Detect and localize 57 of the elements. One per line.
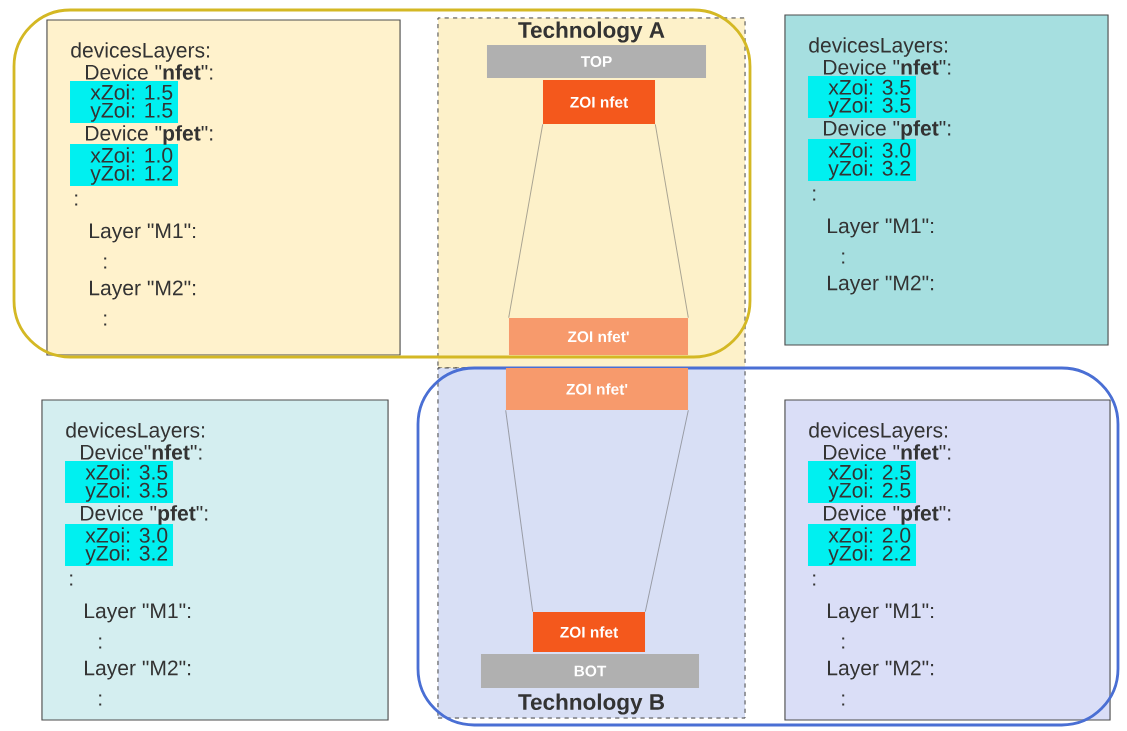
code-line: Layer "M1":	[85, 603, 191, 623]
code-line: Device "pfet":	[86, 125, 213, 145]
code-line: Layer "M1":	[828, 603, 934, 623]
code-line: devicesLayers:	[809, 37, 947, 57]
code-line: Layer "M1":	[828, 218, 934, 238]
code-line: :	[842, 637, 845, 649]
code-line: xZoi: 1.0	[90, 147, 173, 163]
code-line: Layer "M2":	[85, 660, 191, 680]
code-line: Layer "M2":	[828, 275, 934, 295]
code-line: Device "pfet":	[824, 505, 951, 525]
layer-bar: TOP	[487, 45, 707, 78]
zone-box: ZOI nfet'	[509, 318, 689, 355]
code-line: :	[70, 574, 73, 586]
code-line: xZoi: 3.5	[85, 464, 168, 480]
code-line: xZoi: 3.5	[828, 79, 911, 95]
zone-box: ZOI nfet'	[506, 368, 689, 410]
code-line: xZoi: 3.0	[85, 527, 168, 543]
layer-bar: BOT	[481, 654, 700, 688]
code-line: Device "nfet":	[824, 59, 951, 75]
code-line: yZoi: 1.5	[90, 102, 173, 122]
connector-line	[645, 410, 689, 612]
code-line: Device "pfet":	[81, 505, 208, 525]
code-line: Layer "M2":	[828, 660, 934, 680]
zone-box: ZOI nfet	[543, 80, 655, 124]
code-line: yZoi: 3.2	[85, 545, 168, 565]
code-line: Device "nfet":	[824, 444, 951, 460]
code-line: Layer "M2":	[90, 280, 196, 300]
code-line: xZoi: 1.5	[90, 84, 173, 100]
code-line: :	[813, 574, 816, 586]
code-line: Layer "M1":	[90, 223, 196, 243]
code-line: yZoi: 2.2	[828, 545, 911, 565]
code-line: xZoi: 3.0	[828, 142, 911, 158]
code-line: :	[842, 252, 845, 264]
code-line: devicesLayers:	[66, 422, 204, 442]
code-line: :	[99, 694, 102, 706]
code-line: yZoi: 3.5	[828, 97, 911, 117]
code-line: Device "nfet":	[86, 64, 213, 80]
code-line: yZoi: 3.2	[828, 160, 911, 180]
zone-box: ZOI nfet	[533, 612, 645, 652]
code-line: devicesLayers:	[71, 42, 209, 62]
code-line: xZoi: 2.5	[828, 464, 911, 480]
code-line: xZoi: 2.0	[828, 527, 911, 543]
code-line: Device "pfet":	[824, 120, 951, 140]
code-line: :	[104, 257, 107, 269]
code-line: Device"nfet":	[81, 444, 202, 460]
code-line: :	[813, 189, 816, 201]
code-line: devicesLayers:	[809, 422, 947, 442]
connector-line	[655, 124, 689, 318]
code-line: :	[99, 637, 102, 649]
connector-line	[508, 124, 543, 318]
code-line: yZoi: 3.5	[85, 482, 168, 502]
connector-line	[505, 410, 533, 612]
code-line: yZoi: 2.5	[828, 482, 911, 502]
code-line: yZoi: 1.2	[90, 165, 173, 185]
code-line: :	[842, 694, 845, 706]
code-line: :	[104, 314, 107, 326]
code-line: :	[75, 194, 78, 206]
